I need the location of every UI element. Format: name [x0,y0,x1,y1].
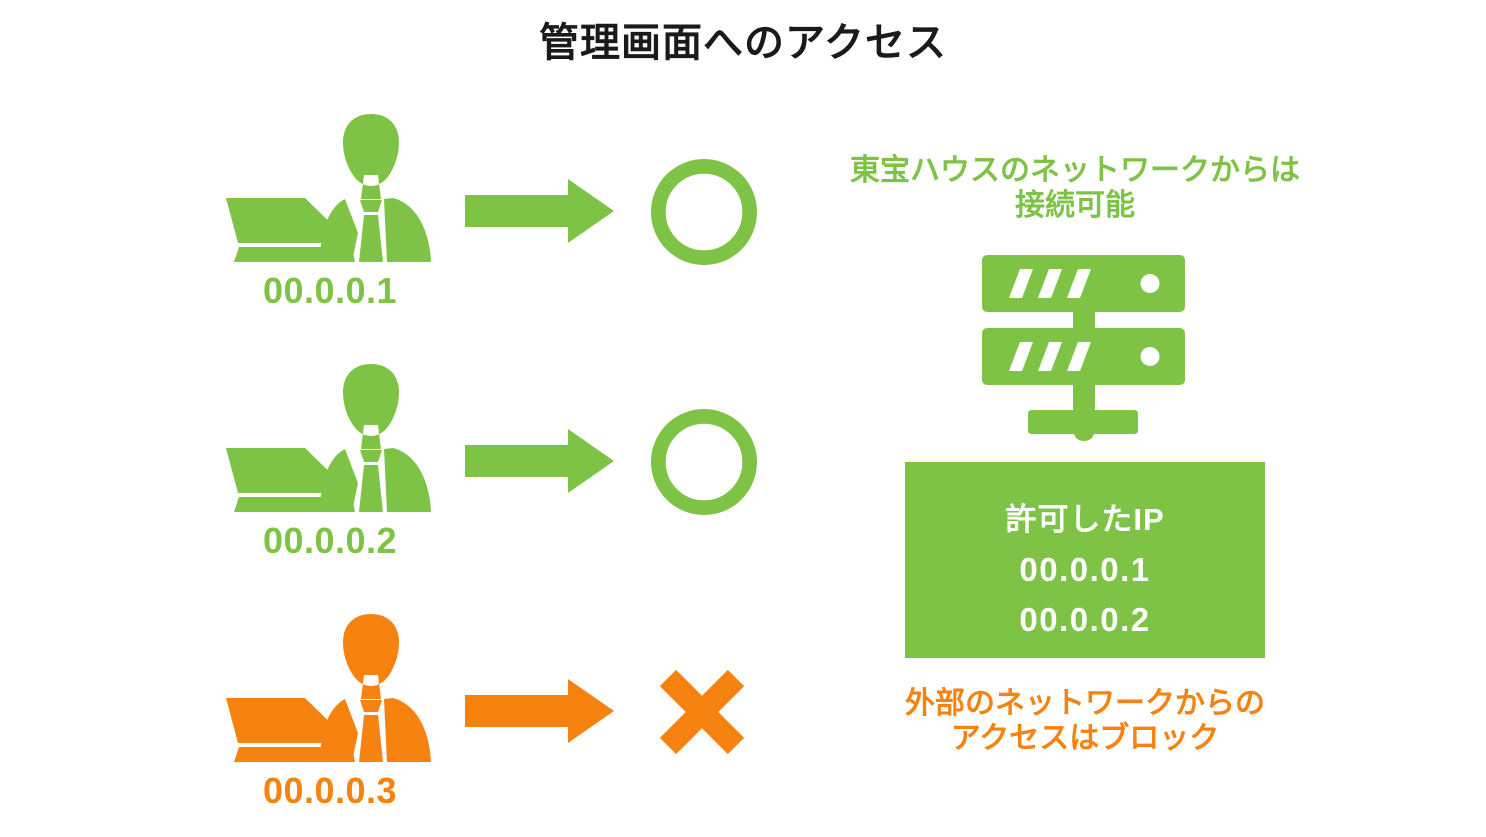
diagram-title: 管理画面へのアクセス [539,21,947,65]
allow-circle-icon [650,158,758,266]
allowed-network-caption-line2: 接続可能 [1015,189,1135,222]
blocked-network-caption: 外部のネットワークからの アクセスはブロック [840,686,1330,756]
allowed-ip-box: 許可したIP 00.0.0.1 00.0.0.2 [905,462,1265,658]
blocked-network-caption-line1: 外部のネットワークからの [905,687,1265,720]
allowed-network-caption: 東宝ハウスのネットワークからは 接続可能 [770,153,1380,223]
user-laptop-icon [225,112,435,262]
allowed-ip-item: 00.0.0.2 [1019,601,1151,638]
blocked-network-caption-line2: アクセスはブロック [950,722,1220,755]
block-x-icon [656,666,748,758]
allowed-network-caption-line1: 東宝ハウスのネットワークからは [850,154,1300,187]
allow-circle-icon [650,408,758,516]
allowed-ip-heading: 許可したIP [1005,502,1165,537]
user-laptop-icon [225,612,435,762]
client-ip-label: 00.0.0.3 [262,770,398,811]
client-ip-label: 00.0.0.2 [262,520,398,561]
flow-arrow-icon [465,678,615,744]
client-ip-label: 00.0.0.1 [262,270,398,311]
allowed-ip-item: 00.0.0.1 [1019,551,1151,588]
flow-arrow-icon [465,178,615,244]
server-icon [982,255,1185,443]
flow-arrow-icon [465,428,615,494]
user-laptop-icon [225,362,435,512]
